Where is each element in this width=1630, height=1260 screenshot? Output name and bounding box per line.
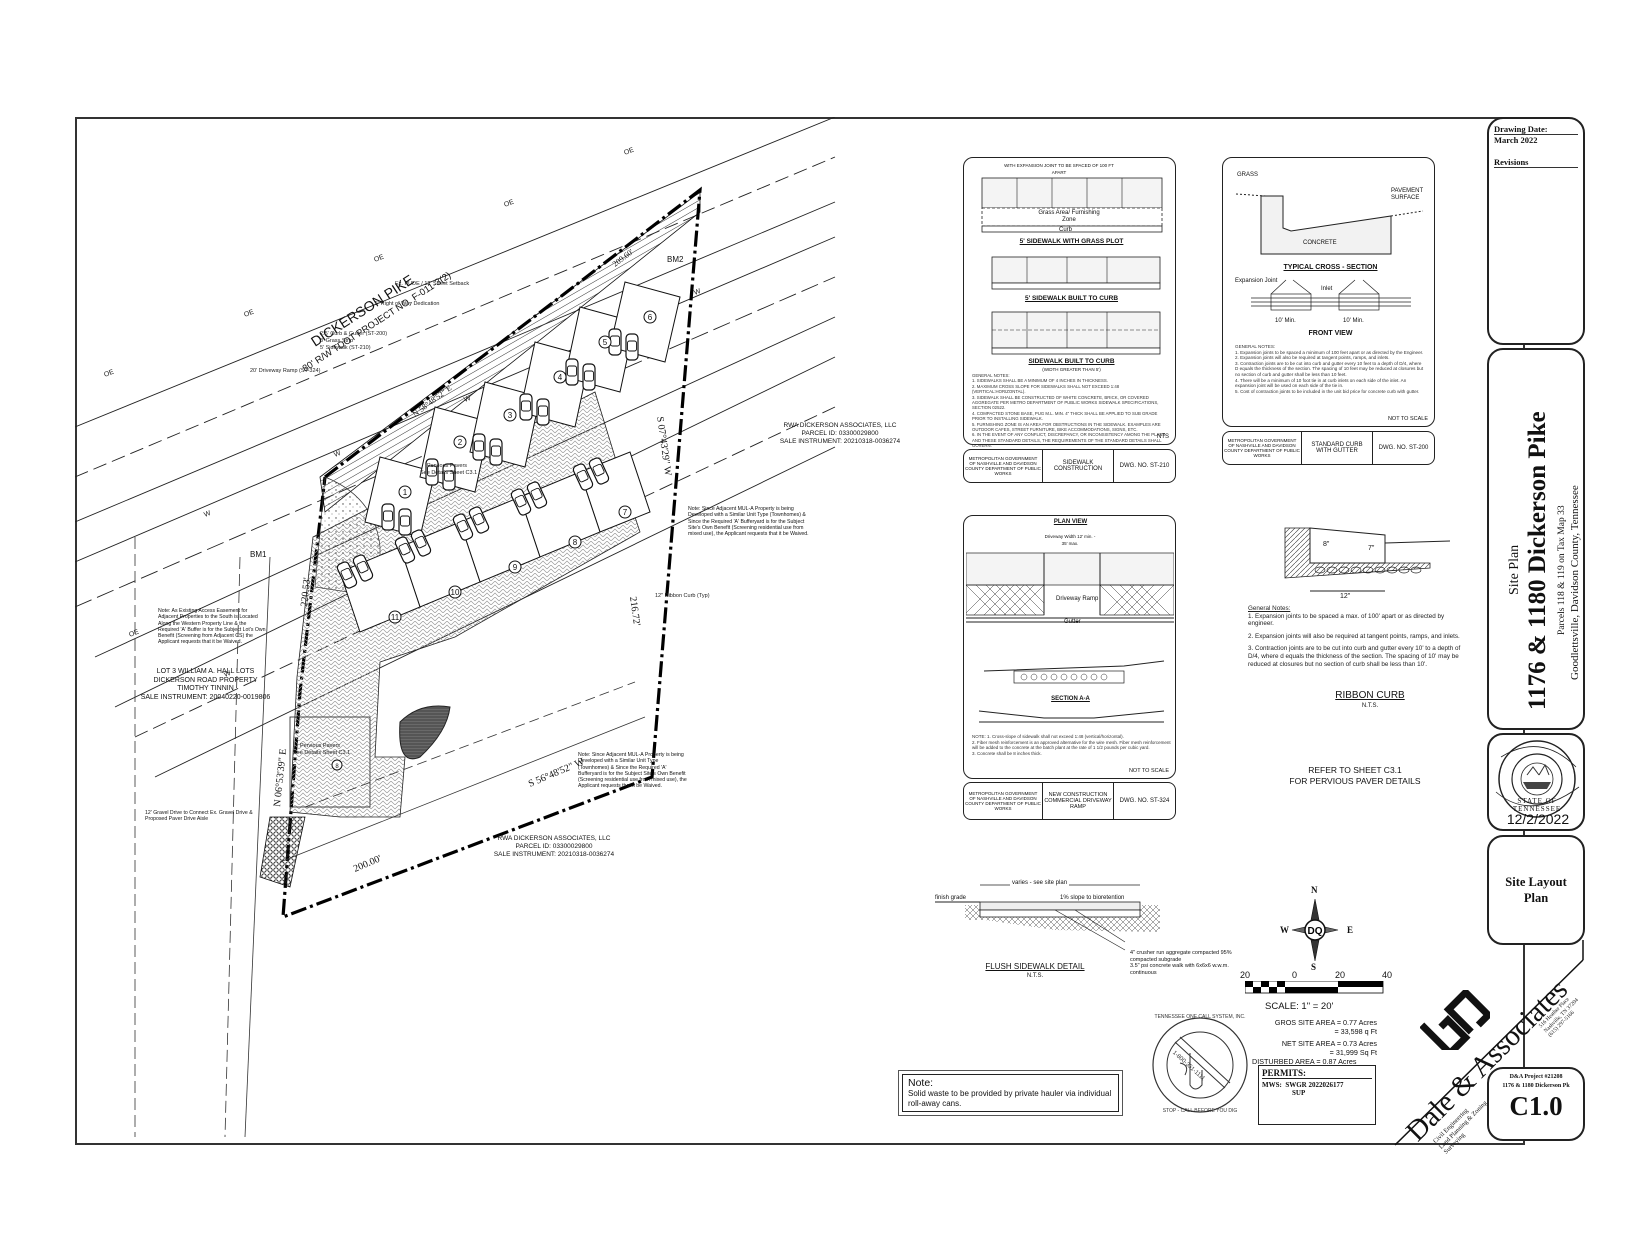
parcel-east: RWA DICKERSON ASSOCIATES, LLC PARCEL ID:… xyxy=(779,422,901,445)
svg-text:20' Driveway Ramp (ST-324): 20' Driveway Ramp (ST-324) xyxy=(250,368,321,374)
svg-text:2.5' Curb & Gutter (ST-200): 2.5' Curb & Gutter (ST-200) xyxy=(320,331,387,337)
sheet-type: Site Plan xyxy=(1507,544,1522,595)
svg-text:3: 3 xyxy=(508,411,513,420)
flush-sidewalk-drawing xyxy=(935,884,1160,951)
sheet-title: Site Layout Plan xyxy=(1505,875,1567,905)
sheet-number-box: D&A Project #21208 1176 & 1180 Dickerson… xyxy=(1487,1067,1585,1141)
svg-text:OE: OE xyxy=(623,146,635,156)
svg-text:OE: OE xyxy=(103,368,115,378)
st324-title-box: METROPOLITAN GOVERNMENT OF NASHVILLE AND… xyxy=(963,782,1176,820)
ribbon-curb-notes: General Notes: 1. Expansion joints to be… xyxy=(1248,605,1461,668)
svg-text:5' Sidewalk (ST-210): 5' Sidewalk (ST-210) xyxy=(320,345,371,351)
project-name: 1176 & 1180 Dickerson Pike xyxy=(1524,411,1551,710)
detail-st210: WITH EXPANSION JOINT TO BE SPACED OF 100… xyxy=(963,157,1176,448)
solid-waste-note: Note: Solid waste to be provided by priv… xyxy=(898,1070,1123,1116)
tennessee-one-call-stamp-icon xyxy=(1152,1017,1248,1113)
svg-text:8: 8 xyxy=(335,764,339,770)
svg-text:8' Grass Strip: 8' Grass Strip xyxy=(320,338,353,344)
ribbon-curb-title: RIBBON CURB xyxy=(1335,690,1405,701)
svg-text:10: 10 xyxy=(451,588,460,597)
benchmark-bm2: BM2 xyxy=(667,255,684,264)
svg-text:W: W xyxy=(223,670,232,679)
note-east: Note: Since Adjacent MUL-A Property is b… xyxy=(688,506,809,538)
scale-label: SCALE: 1" = 20' xyxy=(1265,1001,1334,1012)
svg-text:W: W xyxy=(693,288,702,297)
drawing-date-box: Drawing Date: March 2022 Revisions xyxy=(1487,117,1585,345)
svg-text:5' Right of Way Dedication: 5' Right of Way Dedication xyxy=(375,301,439,307)
svg-text:OE: OE xyxy=(503,198,515,208)
benchmark-bm1: BM1 xyxy=(250,550,267,559)
engineer-seal-box: STATE OF TENNESSEE 12/2/2022 xyxy=(1487,733,1585,831)
engineer-seal-icon xyxy=(1495,740,1580,818)
detail-st200: GRASS PAVEMENT SURFACE CONCRETE TYPICAL … xyxy=(1222,157,1435,427)
svg-text:12" Ribbon Curb (Typ): 12" Ribbon Curb (Typ) xyxy=(655,593,710,599)
svg-text:11: 11 xyxy=(391,613,400,622)
svg-text:9: 9 xyxy=(513,563,518,572)
svg-text:W: W xyxy=(203,510,212,519)
bearing-west: N 06°53'39" E xyxy=(272,748,289,807)
detail-st324: PLAN VIEW Driveway Width 12' min. - 35' … xyxy=(963,515,1176,779)
svg-text:Pervious Pavers: Pervious Pavers xyxy=(427,463,467,469)
bearing-east: S 07°43'29" W xyxy=(654,416,673,477)
svg-text:OE: OE xyxy=(243,308,255,318)
svg-text:4: 4 xyxy=(558,373,563,382)
firm-diagonal-band xyxy=(1394,940,1584,1146)
svg-text:8: 8 xyxy=(573,538,578,547)
svg-text:2: 2 xyxy=(458,438,463,447)
st200-title-box: METROPOLITAN GOVERNMENT OF NASHVILLE AND… xyxy=(1222,431,1435,465)
st210-title-box: METROPOLITAN GOVERNMENT OF NASHVILLE AND… xyxy=(963,449,1176,483)
svg-text:DQ: DQ xyxy=(1308,926,1323,937)
dale-associates-logo-icon xyxy=(1420,990,1490,1050)
parcel-south: RWA DICKERSON ASSOCIATES, LLC PARCEL ID:… xyxy=(493,835,615,858)
note-west: Note: As Existing Access Easement for Ad… xyxy=(158,608,266,646)
svg-text:Pervious Pavers: Pervious Pavers xyxy=(300,743,340,749)
distance-east: 216.72' xyxy=(627,596,642,627)
svg-text:OE: OE xyxy=(128,628,140,638)
svg-text:5: 5 xyxy=(603,338,608,347)
st200-notes: GENERAL NOTES: 1. Expansion joints to be… xyxy=(1235,344,1424,394)
svg-text:7: 7 xyxy=(623,508,628,517)
svg-text:See Details Sheet C3.1: See Details Sheet C3.1 xyxy=(420,470,477,476)
flush-sidewalk-callouts: 4" crusher run aggregate compacted 95% c… xyxy=(1130,950,1232,976)
location-info: Goodlettsville, Davidson County, Tenness… xyxy=(1569,485,1581,680)
distance-south: 200.00' xyxy=(352,853,383,875)
svg-text:See Details Sheet C3.1: See Details Sheet C3.1 xyxy=(293,750,350,756)
gravel-drive-callout: 12' Gravel Drive to Connect Ex. Gravel D… xyxy=(145,810,253,823)
site-plan-drawing: OE OE OE OE OE W W W W W OE W DICKERSON … xyxy=(75,117,836,1138)
svg-text:1: 1 xyxy=(403,488,408,497)
sheet-title-box: Site Layout Plan xyxy=(1487,835,1585,945)
st324-notes: NOTE: 1. Cross-slope of sidewalk shall n… xyxy=(972,734,1171,756)
svg-text:OE: OE xyxy=(373,253,385,263)
north-arrow-compass-icon: DQ xyxy=(1291,898,1339,962)
svg-text:6: 6 xyxy=(648,313,653,322)
parcel-west: LOT 3 WILLIAM A. HALL LOTS DICKERSON ROA… xyxy=(140,668,271,701)
st210-notes: GENERAL NOTES: 1. SIDEWALKS SHALL BE A M… xyxy=(972,373,1166,449)
pervious-paver-reference: REFER TO SHEET C3.1 FOR PERVIOUS PAVER D… xyxy=(1289,765,1421,786)
ribbon-curb-drawing xyxy=(1284,527,1451,592)
svg-text:W: W xyxy=(463,395,472,404)
flush-sidewalk-title: FLUSH SIDEWALK DETAIL xyxy=(985,962,1085,971)
sheet-number: C1.0 xyxy=(1509,1091,1563,1121)
scale-bar: 20 0 20 40 xyxy=(1240,970,1400,1010)
project-title-box: Site Plan 1176 & 1180 Dickerson Pike Par… xyxy=(1487,348,1585,730)
seal-date: 12/2/2022 xyxy=(1506,811,1570,827)
note-south: Note: Since Adjacent MUL-A Property is b… xyxy=(578,752,687,790)
site-areas: GROS SITE AREA = 0.77 Acres = 33,598 q F… xyxy=(1252,1018,1377,1066)
svg-text:W: W xyxy=(333,450,342,459)
permits-box: PERMITS: MWS: SWGR 2022026177 SUP xyxy=(1258,1065,1376,1125)
distance-west: 220.53' xyxy=(299,577,313,607)
parcels-info: Parcels 118 & 119 on Tax Map 33 xyxy=(1557,505,1567,635)
svg-text:Ex. PUDE / 12' Street Setback: Ex. PUDE / 12' Street Setback xyxy=(395,281,469,287)
